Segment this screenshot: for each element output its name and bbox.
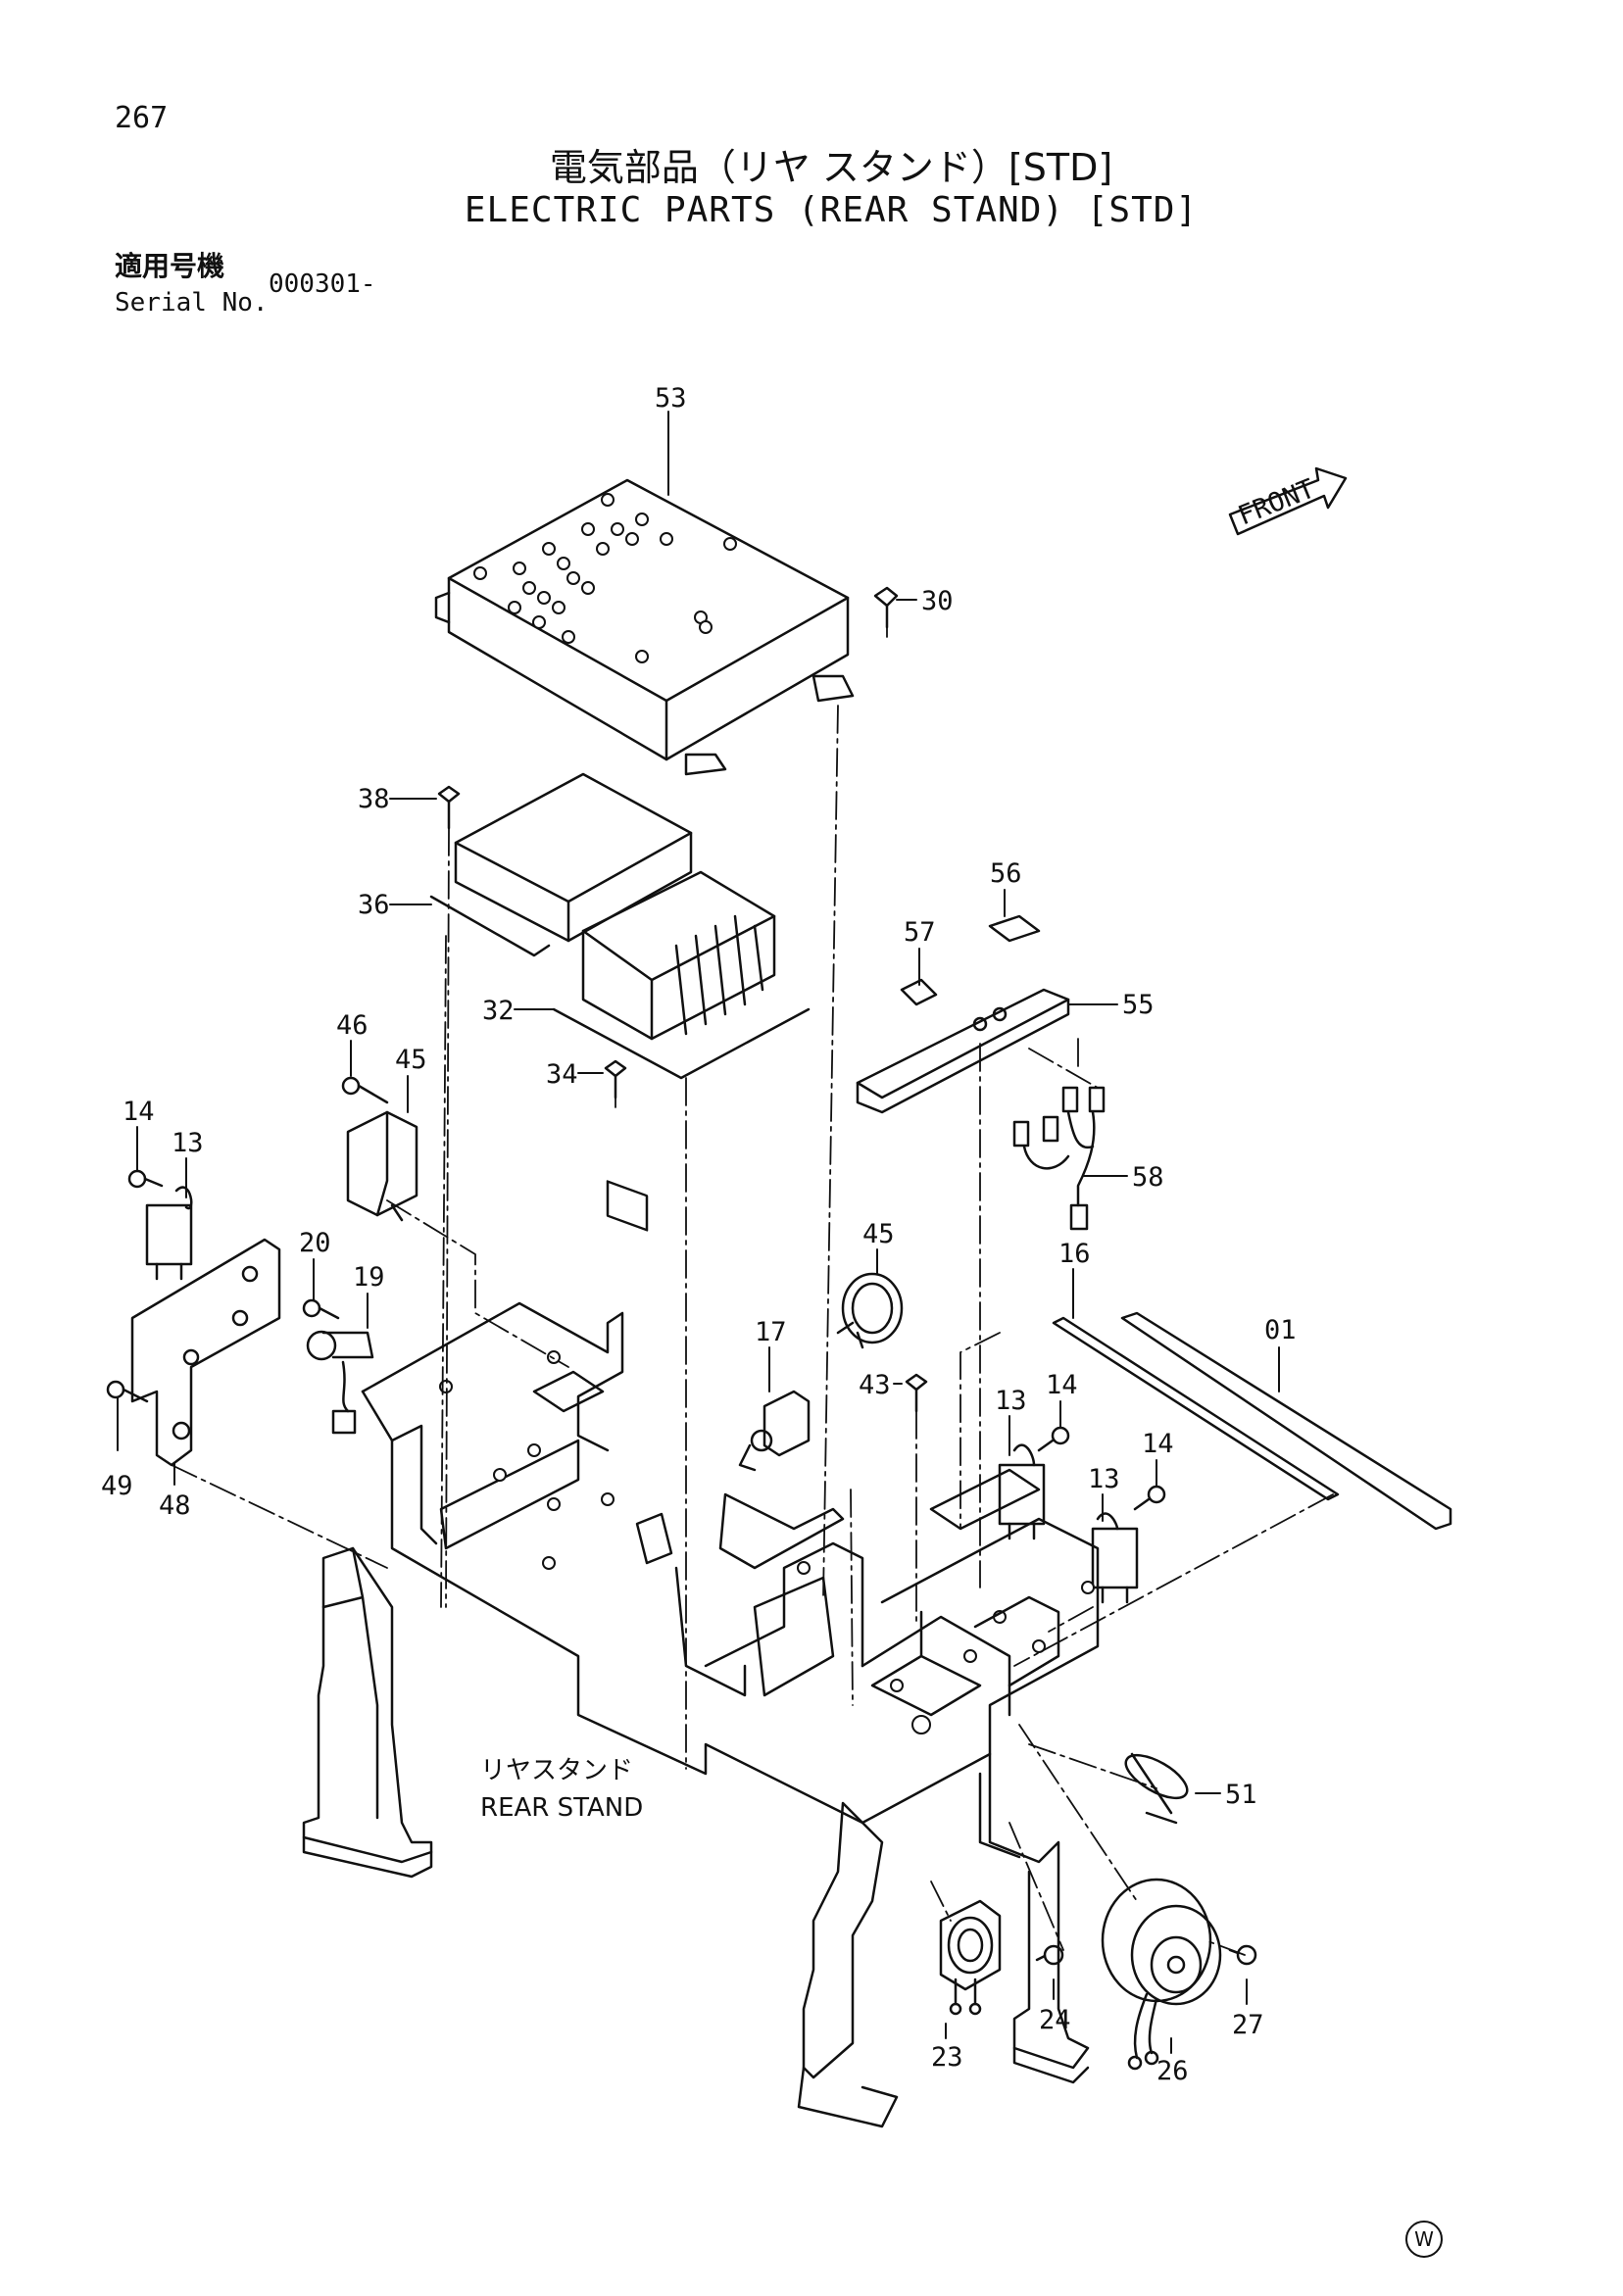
callout-45-center: 45: [862, 1219, 895, 1249]
wiring-harness-58: [1012, 1086, 1106, 1231]
bolt-43-icon: [905, 1373, 928, 1413]
callout-46: 46: [336, 1010, 369, 1041]
callout-51: 51: [1225, 1780, 1257, 1810]
horn-23: [939, 1899, 1002, 2016]
callout-34: 34: [546, 1059, 578, 1090]
bolt-49-icon: [106, 1380, 149, 1403]
bolt-14-right-icon: [1133, 1485, 1166, 1511]
callout-43: 43: [859, 1370, 891, 1400]
callout-20: 20: [299, 1228, 331, 1258]
callout-48: 48: [159, 1490, 191, 1521]
callout-19: 19: [353, 1262, 385, 1293]
callout-55: 55: [1122, 990, 1155, 1020]
page-number: 267: [115, 101, 169, 135]
relay-bracket: [856, 988, 1070, 1114]
bolt-24-icon: [1035, 1944, 1064, 1966]
front-label: FRONT: [1234, 473, 1319, 531]
publisher-mark: W: [1405, 2221, 1443, 2258]
cable-band-51: [1124, 1752, 1189, 1825]
sensor-19: [306, 1330, 374, 1435]
relay-13-right: [1091, 1512, 1139, 1604]
assembly-alignment-lines: [171, 626, 1334, 1956]
callout-16: 16: [1058, 1239, 1091, 1269]
relay-13-left: [145, 1186, 193, 1281]
callout-56: 56: [990, 858, 1022, 889]
front-arrow-icon: FRONT: [1228, 466, 1348, 536]
relay-13-center: [998, 1443, 1046, 1540]
callout-14-right: 14: [1142, 1429, 1174, 1459]
callout-numbers: 53 30 38 36 56 57 55 32 34 46 45 14 13 5…: [101, 383, 1297, 2086]
horn-26: [1101, 1878, 1222, 2071]
bolt-14-left-icon: [127, 1169, 164, 1189]
callout-38: 38: [358, 784, 390, 814]
callout-58: 58: [1132, 1162, 1164, 1193]
finned-controller: [552, 870, 811, 1232]
callout-27: 27: [1232, 2010, 1264, 2040]
relay-45-left: [346, 1110, 418, 1222]
callout-53: 53: [655, 383, 687, 414]
serial-label-english: Serial No.: [115, 288, 269, 318]
label-57-icon: [900, 978, 938, 1006]
bolt-20-icon: [302, 1298, 340, 1320]
module-cover: [429, 772, 693, 957]
callout-26: 26: [1156, 2056, 1189, 2086]
callout-36: 36: [358, 890, 390, 920]
callout-leaders: [117, 411, 1280, 2054]
bolt-34-icon: [604, 1059, 627, 1099]
serial-label-japanese: 適用号機: [115, 250, 225, 282]
rear-stand-frame: [302, 1301, 1100, 2128]
bolt-46-icon: [341, 1076, 389, 1104]
mounting-plate-48: [130, 1238, 281, 1467]
rear-stand-label-english: REAR STAND: [480, 1793, 643, 1823]
bolt-30-icon: [873, 586, 899, 629]
callout-01: 01: [1264, 1315, 1297, 1345]
callout-13-right: 13: [1088, 1464, 1120, 1494]
callout-23: 23: [931, 2042, 963, 2073]
callout-30: 30: [921, 586, 954, 616]
switch-17: [738, 1390, 811, 1472]
rear-stand-label-japanese: リヤスタンド: [480, 1756, 633, 1785]
bolt-14-center-icon: [1037, 1426, 1070, 1452]
tape-01: [1120, 1311, 1452, 1531]
callout-13-left: 13: [172, 1128, 204, 1158]
callout-17: 17: [755, 1317, 787, 1347]
callout-57: 57: [904, 917, 936, 948]
title-japanese: 電気部品（リヤ スタンド）[STD]: [549, 146, 1113, 189]
tape-16: [1052, 1316, 1340, 1501]
bolt-38-icon: [437, 785, 461, 830]
label-56-icon: [988, 914, 1041, 943]
cable-tie-45: [836, 1272, 904, 1349]
title-english: ELECTRIC PARTS (REAR STAND) [STD]: [464, 190, 1199, 230]
callout-24: 24: [1039, 2005, 1071, 2035]
callout-14-center: 14: [1046, 1370, 1078, 1400]
serial-number-value: 000301-: [269, 269, 376, 299]
callout-14-left: 14: [123, 1097, 155, 1127]
callout-49: 49: [101, 1471, 133, 1501]
callout-45-left: 45: [395, 1045, 427, 1075]
callout-13-center: 13: [995, 1386, 1027, 1416]
callout-32: 32: [482, 996, 515, 1026]
controller-box: [434, 478, 855, 776]
